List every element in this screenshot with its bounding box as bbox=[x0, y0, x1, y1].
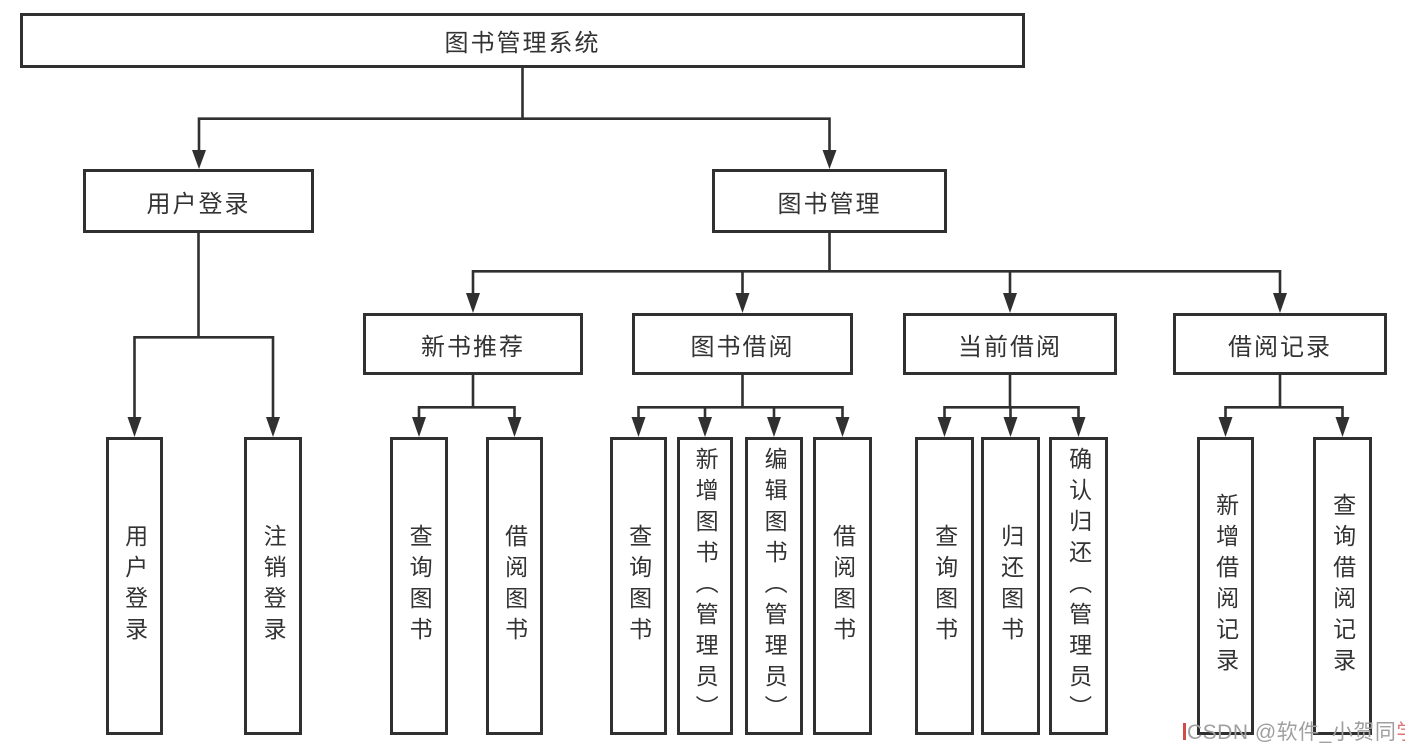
leaf-edit-book-admin-label: 编辑图书（管理员） bbox=[761, 446, 788, 726]
arrowhead bbox=[631, 417, 646, 437]
leaf-edit-book-admin: 编辑图书（管理员） bbox=[745, 437, 803, 735]
leaf-query-borrow-record: 查询借阅记录 bbox=[1313, 437, 1372, 735]
connector-record-split bbox=[1224, 375, 1344, 421]
leaf-user-login-label: 用户登录 bbox=[121, 524, 148, 648]
node-root: 图书管理系统 bbox=[20, 13, 1025, 68]
arrowhead bbox=[266, 417, 280, 437]
arrowhead bbox=[735, 293, 750, 313]
leaf-confirm-return-admin-label: 确认归还（管理员） bbox=[1065, 446, 1092, 726]
leaf-logout: 注销登录 bbox=[244, 437, 302, 735]
leaf-query-book-1-label: 查询图书 bbox=[406, 524, 433, 648]
leaf-borrow-book-2-label: 借阅图书 bbox=[829, 524, 856, 648]
arrowhead bbox=[1218, 417, 1233, 437]
leaf-return-book: 归还图书 bbox=[981, 437, 1040, 735]
arrowhead bbox=[1003, 417, 1018, 437]
leaf-query-book-2-label: 查询图书 bbox=[625, 524, 652, 648]
node-book-manage-label: 图书管理 bbox=[777, 190, 882, 218]
leaf-borrow-book-1-label: 借阅图书 bbox=[501, 524, 528, 648]
node-book-manage: 图书管理 bbox=[712, 169, 947, 233]
node-new-book-recommend: 新书推荐 bbox=[363, 313, 583, 375]
leaf-borrow-book-2: 借阅图书 bbox=[813, 437, 872, 735]
connector-root-split bbox=[197, 68, 831, 153]
connector-manage-split bbox=[471, 232, 1282, 297]
watermark-text-accent: 学 bbox=[1396, 716, 1405, 746]
leaf-query-book-3: 查询图书 bbox=[915, 437, 974, 735]
node-new-book-recommend-label: 新书推荐 bbox=[421, 333, 525, 361]
node-current-borrow-label: 当前借阅 bbox=[958, 333, 1062, 361]
connector-borrow-split bbox=[637, 375, 844, 421]
node-borrow-record: 借阅记录 bbox=[1173, 313, 1387, 375]
arrowhead bbox=[767, 417, 781, 437]
arrowhead bbox=[698, 417, 712, 437]
leaf-query-borrow-record-label: 查询借阅记录 bbox=[1329, 493, 1356, 679]
node-user-login-label: 用户登录 bbox=[146, 190, 251, 218]
node-current-borrow: 当前借阅 bbox=[903, 313, 1117, 375]
leaf-add-borrow-record-label: 新增借阅记录 bbox=[1212, 493, 1239, 679]
arrowhead bbox=[822, 150, 837, 169]
arrowhead bbox=[1335, 417, 1350, 437]
leaf-query-book-3-label: 查询图书 bbox=[931, 524, 958, 648]
node-user-login: 用户登录 bbox=[83, 169, 314, 233]
leaf-query-book-1: 查询图书 bbox=[390, 437, 448, 735]
leaf-confirm-return-admin: 确认归还（管理员） bbox=[1049, 437, 1108, 735]
watermark-text: CSDN @软件_小贺同 bbox=[1187, 721, 1397, 744]
arrowhead bbox=[1071, 417, 1086, 437]
arrowhead bbox=[835, 417, 850, 437]
arrowhead bbox=[192, 150, 206, 169]
leaf-add-borrow-record: 新增借阅记录 bbox=[1197, 437, 1254, 735]
arrowhead bbox=[1003, 293, 1017, 313]
watermark-red-accent bbox=[1183, 722, 1186, 740]
node-root-label: 图书管理系统 bbox=[444, 30, 601, 57]
leaf-logout-label: 注销登录 bbox=[260, 524, 287, 648]
arrowhead bbox=[1273, 293, 1287, 313]
leaf-add-book-admin: 新增图书（管理员） bbox=[677, 437, 733, 735]
arrowhead bbox=[507, 417, 522, 437]
node-book-borrow-label: 图书借阅 bbox=[690, 333, 795, 361]
leaf-return-book-label: 归还图书 bbox=[997, 524, 1024, 648]
node-borrow-record-label: 借阅记录 bbox=[1228, 333, 1332, 361]
arrowhead bbox=[937, 417, 952, 437]
arrowhead bbox=[466, 293, 480, 313]
leaf-user-login: 用户登录 bbox=[106, 437, 163, 735]
connector-current-split bbox=[943, 375, 1080, 421]
arrowhead bbox=[127, 417, 142, 437]
leaf-add-book-admin-label: 新增图书（管理员） bbox=[692, 446, 719, 726]
csdn-watermark: CSDN @软件_小贺同学 bbox=[1183, 716, 1405, 746]
connector-newbook-split bbox=[417, 375, 516, 421]
leaf-query-book-2: 查询图书 bbox=[610, 437, 667, 735]
arrowhead bbox=[412, 417, 426, 437]
leaf-borrow-book-1: 借阅图书 bbox=[486, 437, 543, 735]
node-book-borrow: 图书借阅 bbox=[632, 313, 853, 375]
connector-user-split bbox=[133, 233, 275, 421]
